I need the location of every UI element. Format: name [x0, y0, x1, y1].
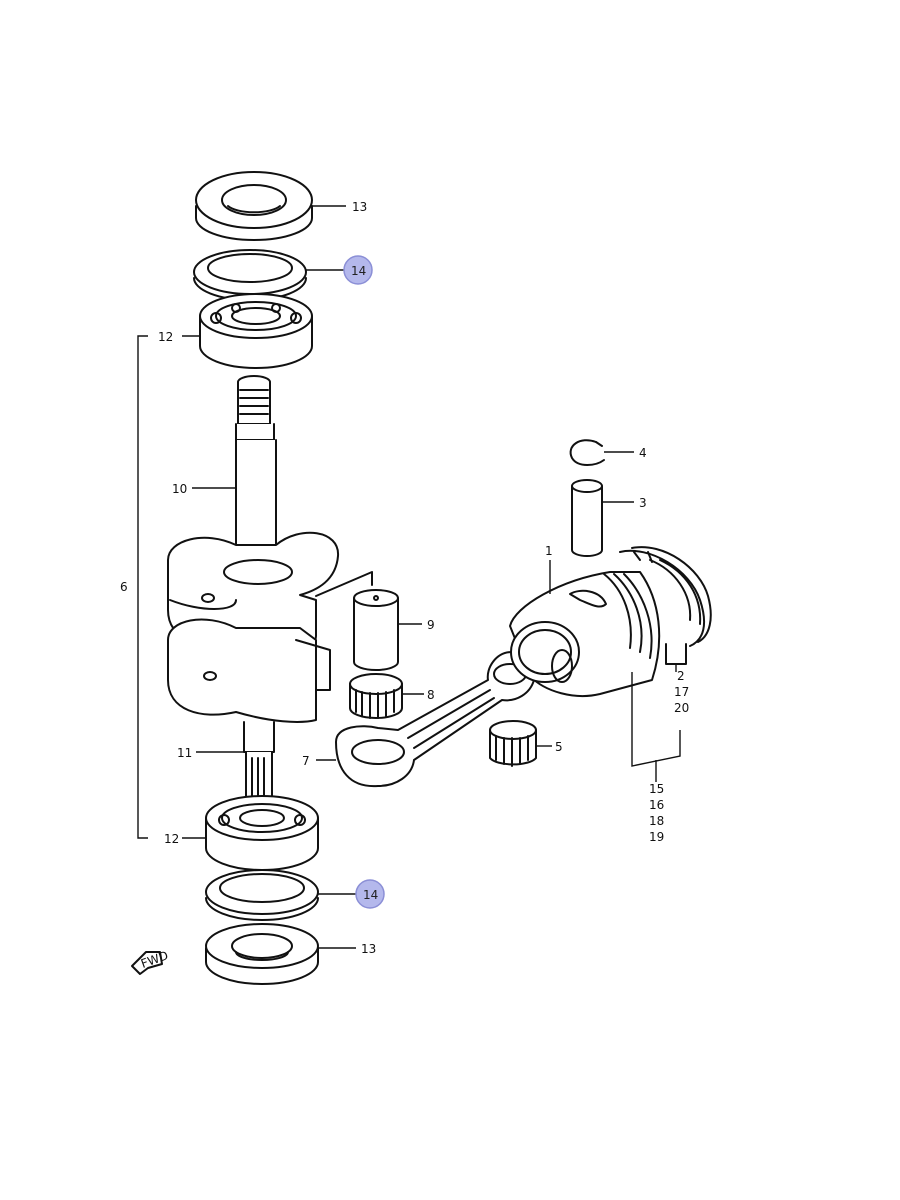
callout-8[interactable]: 8 — [427, 688, 435, 702]
callout-16[interactable]: 16 — [649, 798, 664, 812]
callout-labels: 13 14 12 10 6 9 8 11 7 5 4 3 1 2 17 20 1… — [120, 200, 689, 956]
callout-12-bottom[interactable]: 12 — [164, 832, 179, 846]
callout-12-top[interactable]: 12 — [158, 330, 173, 344]
shim-bottom[interactable] — [205, 869, 319, 921]
callout-1[interactable]: 1 — [545, 544, 553, 558]
piston-rings[interactable] — [619, 546, 712, 665]
callout-11[interactable]: 11 — [177, 746, 192, 760]
callout-14-bottom[interactable]: 14 — [363, 888, 378, 902]
circlip[interactable] — [569, 439, 605, 466]
piston-pin[interactable] — [571, 479, 603, 557]
crank-webs[interactable] — [167, 531, 340, 723]
fwd-label: FWD — [139, 948, 170, 971]
crank-pin[interactable] — [315, 571, 399, 671]
callout-17[interactable]: 17 — [674, 685, 689, 699]
callout-3[interactable]: 3 — [639, 496, 647, 510]
oil-seal-bottom[interactable] — [205, 923, 319, 985]
callout-10[interactable]: 10 — [172, 482, 187, 496]
ball-bearing-top[interactable] — [199, 293, 313, 369]
crankshaft-lower[interactable] — [243, 721, 275, 809]
callout-6[interactable]: 6 — [120, 580, 128, 594]
callout-13-bottom[interactable]: 13 — [361, 942, 376, 956]
callout-4[interactable]: 4 — [639, 446, 647, 460]
callout-13-top[interactable]: 13 — [352, 200, 367, 214]
highlight-14-top — [343, 255, 373, 285]
needle-bearing-5[interactable] — [489, 720, 537, 767]
callout-14-top[interactable]: 14 — [351, 264, 366, 278]
callout-19[interactable]: 19 — [649, 830, 664, 844]
callout-2[interactable]: 2 — [677, 669, 685, 683]
callout-20[interactable]: 20 — [674, 701, 689, 715]
callout-15[interactable]: 15 — [649, 782, 664, 796]
piston[interactable] — [509, 571, 661, 697]
needle-bearing-8[interactable] — [349, 673, 403, 719]
crankshaft-upper[interactable] — [235, 375, 277, 561]
callout-18[interactable]: 18 — [649, 814, 664, 828]
ball-bearing-bottom[interactable] — [205, 795, 319, 871]
callout-5[interactable]: 5 — [555, 740, 563, 754]
fwd-arrow-icon: FWD — [131, 948, 170, 975]
connecting-rod[interactable] — [335, 650, 536, 788]
callout-7[interactable]: 7 — [302, 754, 310, 768]
callout-9[interactable]: 9 — [427, 618, 435, 632]
highlight-14-bottom — [355, 879, 385, 909]
leader-lines — [137, 205, 681, 949]
shim-top[interactable] — [193, 249, 307, 301]
oil-seal-top[interactable] — [195, 171, 313, 241]
